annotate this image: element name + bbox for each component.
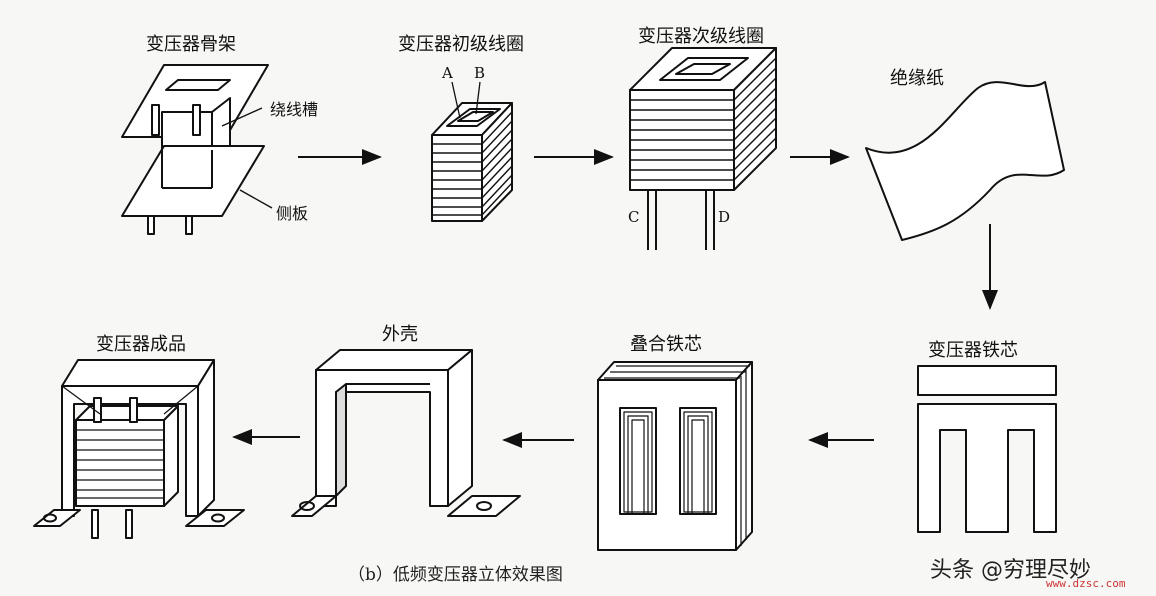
secondary-coil-drawing bbox=[629, 47, 777, 250]
stacked-core-title: 叠合铁芯 bbox=[630, 334, 702, 355]
bobbin-drawing bbox=[121, 64, 273, 235]
watermark: 头条 @穷理尽妙 bbox=[930, 558, 1091, 583]
shell-drawing bbox=[291, 349, 521, 517]
insulation-paper-drawing bbox=[865, 81, 1065, 241]
side-plate-label: 侧板 bbox=[276, 204, 309, 223]
winding-slot-label: 绕线槽 bbox=[270, 100, 319, 119]
primary-coil-title: 变压器初级线圈 bbox=[398, 34, 524, 55]
secondary-coil-title: 变压器次级线圈 bbox=[638, 26, 764, 47]
lead-c-label: C bbox=[628, 208, 640, 226]
watermark-url: www.dzsc.com bbox=[1046, 577, 1126, 590]
stacked-core-drawing bbox=[597, 361, 753, 551]
shell-title: 外壳 bbox=[382, 324, 418, 345]
lead-b-label: B bbox=[474, 64, 486, 82]
lead-d-label: D bbox=[718, 208, 731, 226]
core-title: 变压器铁芯 bbox=[928, 340, 1018, 361]
primary-coil-drawing bbox=[431, 81, 513, 222]
bobbin-title: 变压器骨架 bbox=[146, 34, 236, 55]
finished-transformer-drawing bbox=[33, 359, 245, 539]
figure-caption: （b）低频变压器立体效果图 bbox=[348, 565, 563, 585]
core-drawing bbox=[917, 365, 1057, 533]
insulation-paper-title: 绝缘纸 bbox=[890, 68, 944, 89]
lead-a-label: A bbox=[442, 64, 453, 82]
finished-transformer-title: 变压器成品 bbox=[96, 334, 186, 355]
